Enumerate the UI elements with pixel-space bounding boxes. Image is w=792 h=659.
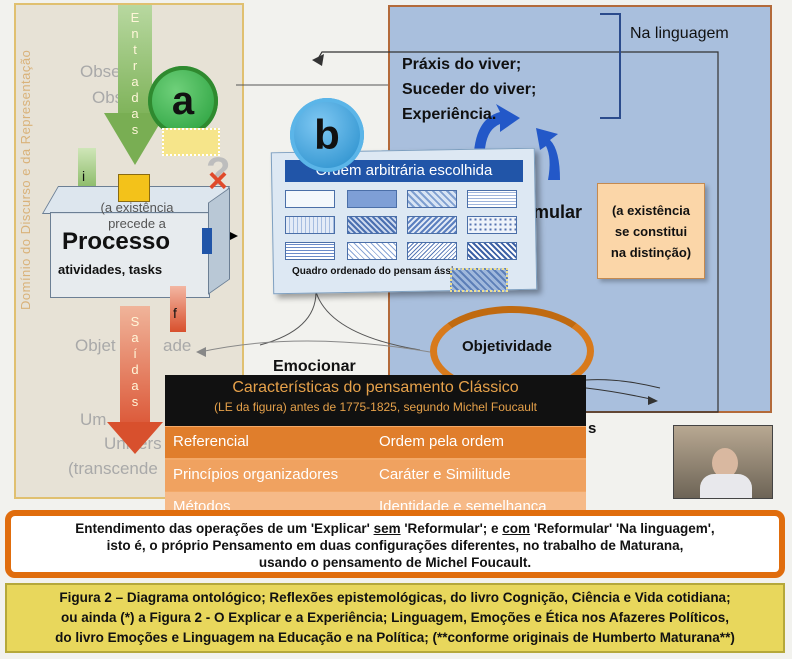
table-row: Princípios organizadores Caráter e Simil… [165,460,586,491]
f-label: f [173,305,177,321]
presenter-shirt [700,474,752,498]
obse-line-2: Obs [92,88,124,107]
badge-b: b [290,98,364,172]
existencia-faint-text: (a existência precede a [100,200,174,231]
table-row: Referencial Ordem pela ordem [165,427,586,458]
suffix-s: s [588,420,597,437]
explanation-box [5,510,785,578]
f-arrow [170,286,186,332]
reformular-fragment: mular [533,202,583,222]
entradas-label: E n t r a d a s [130,10,140,137]
objet-suffix: ade [163,336,192,355]
table-title: Características do pensamento Clássico [232,379,519,396]
processo-subtitle: atividades, tasks [58,262,163,277]
obse-line-1: Obse [80,62,121,81]
saidas-label: S a í d a s [130,314,140,409]
explanation-text: Entendimento das operações de um 'Explic… [75,521,715,570]
process-cube-front [50,212,210,298]
objetividade-label: Objetividade [462,338,553,355]
badge-a: a [148,66,218,136]
univ-line-1: Um [80,410,107,429]
figure-caption-box [5,583,785,653]
praxis-list: Práxis do viver; Suceder do viver; Exper… [402,56,537,123]
saidas-arrow-head [107,422,163,454]
objet-text: Objet [75,336,116,355]
presenter-face [712,448,738,478]
figure-caption: Figura 2 – Diagrama ontológico; Reflexõe… [55,590,735,645]
cross-icon: × [208,162,228,200]
existencia-note: (a existência se constitui na distinção) [597,183,705,279]
tag-b [450,268,508,292]
processo-title: Processo [62,228,171,255]
na-linguagem-label: Na linguagem [630,25,729,42]
presenter-video [673,425,773,499]
i-arrow [78,148,96,196]
table-header: Características do pensamento Clássico (… [165,375,586,426]
cube-window [202,228,212,254]
i-label: i [82,168,86,184]
univ-line-3: (transcende [68,459,158,478]
small-cube-icon [118,174,150,202]
saidas-arrow [120,306,150,424]
question-mark-icon: ? [206,150,231,194]
pattern-grid [285,188,523,262]
tag-a [162,128,220,156]
ordem-card-caption: Quadro ordenado do pensam ássico [292,266,466,277]
table-subtitle: (LE da figura) antes de 1775-1825, segun… [214,400,537,414]
emocionar-label: Emocionar [273,358,356,375]
entradas-arrow [118,5,152,115]
